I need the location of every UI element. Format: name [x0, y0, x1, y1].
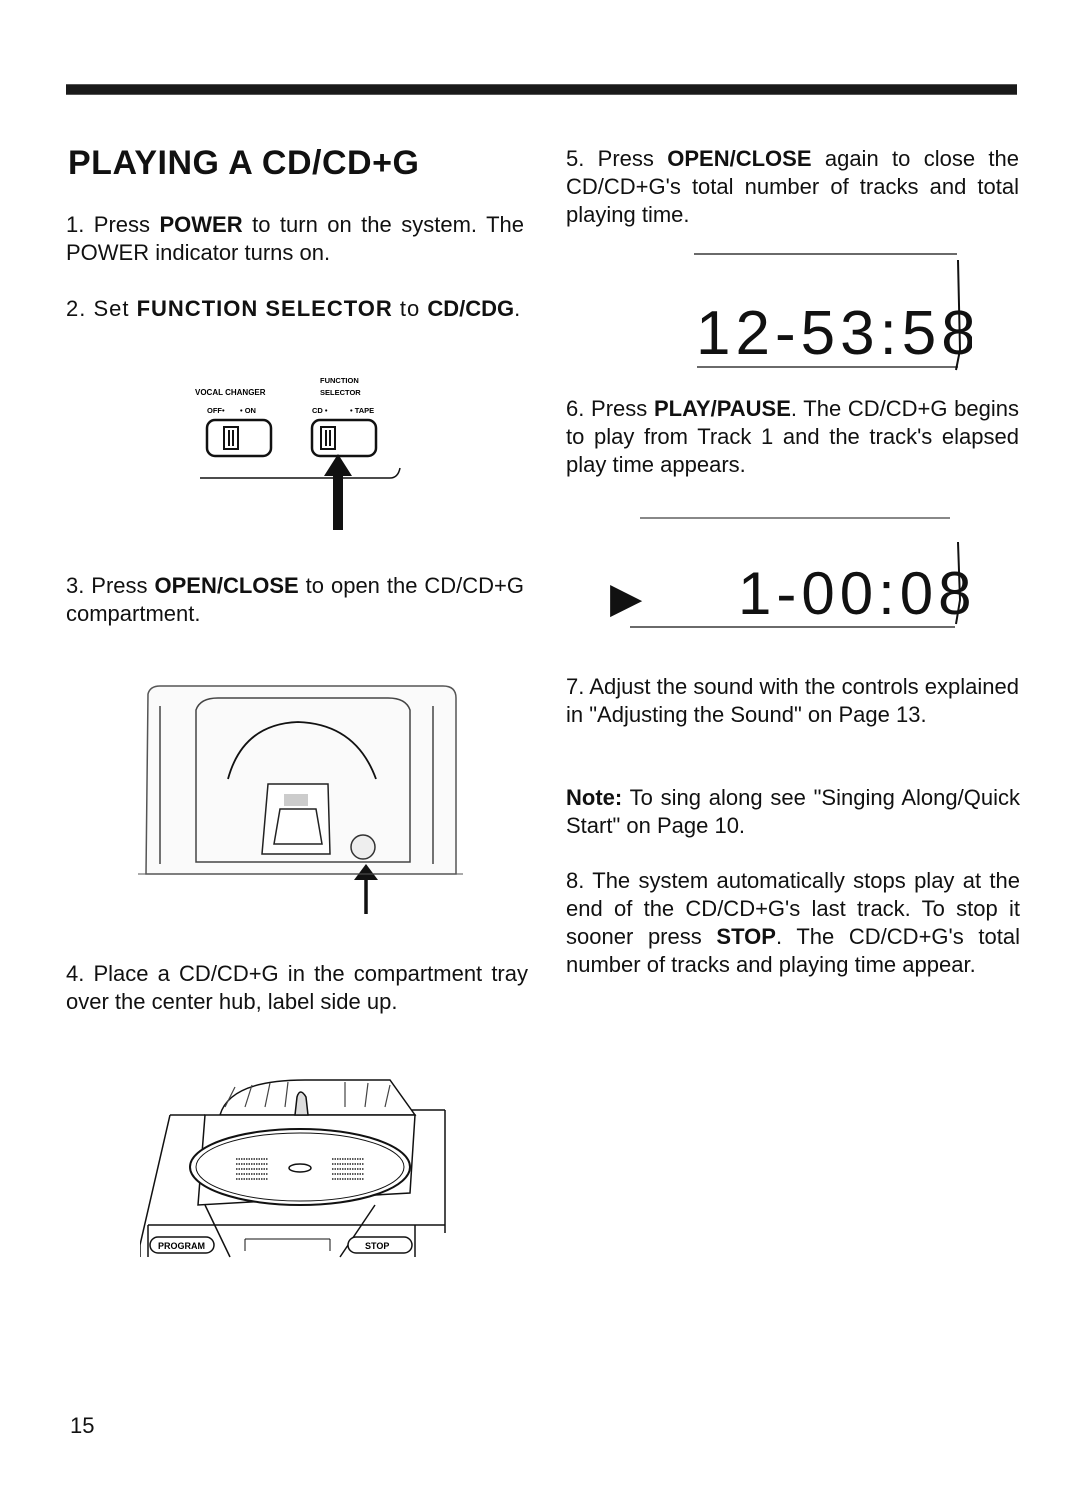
open-close-button: [350, 834, 376, 860]
arrow-up-icon: [354, 864, 378, 880]
step-1: 1. Press POWER to turn on the system. Th…: [66, 212, 524, 265]
vocal-changer-switch: [205, 418, 273, 458]
lcd-elapsed-text: 1-00:08: [738, 560, 970, 627]
step-8: 8. The system automatically stops play a…: [566, 868, 1020, 977]
step-3: 3. Press OPEN/CLOSE to open the CD/CD+G …: [66, 573, 525, 626]
step-5: 5. Press OPEN/CLOSE again to close the C…: [566, 146, 1019, 227]
cd-tray-illustration: PROGRAM STOP: [140, 1079, 446, 1258]
function-label-2: SELECTOR: [320, 388, 361, 397]
header-rule: [66, 84, 1017, 95]
vocal-on-label: • ON: [240, 406, 256, 415]
stop-button-label: STOP: [365, 1241, 389, 1251]
step-4: 4. Place a CD/CD+G in the compartment tr…: [66, 961, 528, 1014]
function-label-1: FUNCTION: [320, 376, 359, 385]
function-selector-illustration: VOCAL CHANGER FUNCTION SELECTOR OFF• • O…: [195, 376, 401, 530]
page-number: 15: [70, 1413, 95, 1438]
func-cd-label: CD •: [312, 406, 328, 415]
note: Note: To sing along see "Singing Along/Q…: [566, 785, 1020, 838]
lcd-total-display: 12-53:58: [694, 253, 972, 371]
cd-compartment-illustration: [138, 685, 463, 914]
play-icon: ▶: [610, 574, 643, 621]
vocal-off-label: OFF•: [207, 406, 225, 415]
program-button: [149, 1236, 215, 1254]
arrow-up-icon: [324, 454, 352, 530]
step-2: 2. Set FUNCTION SELECTOR to CD/CDG.: [66, 296, 522, 321]
program-button-label: PROGRAM: [158, 1241, 205, 1251]
func-tape-label: • TAPE: [350, 406, 374, 415]
lcd-total-text: 12-53:58: [696, 299, 972, 368]
step-6: 6. Press PLAY/PAUSE. The CD/CD+G begins …: [566, 396, 1020, 477]
stop-button: [347, 1236, 413, 1254]
page-title: PLAYING A CD/CD+G: [68, 144, 420, 182]
lcd-elapsed-display: ▶ 1-00:08: [610, 517, 970, 628]
vocal-changer-label: VOCAL CHANGER: [195, 388, 266, 397]
step-7: 7. Adjust the sound with the controls ex…: [566, 674, 1019, 727]
function-selector-switch: [310, 418, 378, 458]
